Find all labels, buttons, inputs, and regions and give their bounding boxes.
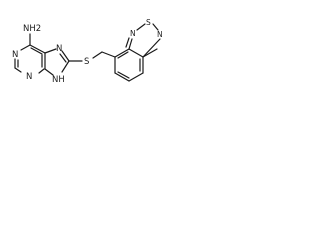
label-n3: N bbox=[26, 72, 32, 82]
bond-c2-n3 bbox=[14, 67, 22, 73]
bond-b5-methyl bbox=[142, 48, 158, 58]
bond-b6-ntop-double bbox=[125, 37, 130, 48]
bond-c5-c6 bbox=[29, 44, 46, 54]
label-nh2: NH2 bbox=[23, 24, 41, 34]
bond-c8-n9 bbox=[61, 60, 70, 73]
linker-bonds bbox=[68, 51, 116, 62]
label-n-thiadiazole-top: N bbox=[130, 29, 136, 38]
chemical-structure-diagram: NH2 N N N NH S N S N bbox=[12, 18, 163, 85]
bond-nbottom-b5 bbox=[142, 38, 161, 58]
bond-n9-c4 bbox=[44, 68, 54, 76]
label-n1: N bbox=[12, 50, 18, 60]
bond-b2-b3-double bbox=[117, 71, 130, 79]
bond-b6-b1-double bbox=[117, 51, 129, 59]
label-n7: N bbox=[56, 44, 62, 54]
label-n9-nh: NH bbox=[52, 75, 65, 85]
bond-n3-c4 bbox=[38, 68, 45, 74]
label-s-thioether: S bbox=[84, 57, 89, 67]
bond-c5-c6-double bbox=[30, 47, 43, 55]
bond-ch2-c4b bbox=[101, 51, 116, 58]
bond-s-nbottom bbox=[152, 23, 159, 31]
bond-c5-n7 bbox=[44, 48, 57, 54]
bond-b6-ntop bbox=[128, 38, 133, 50]
bond-c6-n1 bbox=[20, 44, 31, 51]
bond-b3-b4 bbox=[128, 72, 144, 82]
label-s-thiadiazole: S bbox=[146, 18, 151, 27]
bond-b5-b6 bbox=[128, 48, 144, 58]
atom-labels: NH2 N N N NH S N S N bbox=[12, 18, 163, 85]
benzothiadiazole-bonds bbox=[114, 23, 161, 82]
bond-b2-b3 bbox=[114, 72, 130, 82]
bond-b6-b1 bbox=[114, 48, 130, 58]
bond-ntop-s bbox=[136, 23, 146, 31]
purine-bonds bbox=[14, 33, 70, 76]
bond-n7-c8-double bbox=[59, 53, 67, 63]
label-n-thiadiazole-bottom: N bbox=[157, 30, 163, 39]
bond-n7-c8 bbox=[61, 50, 70, 62]
bond-s-ch2 bbox=[92, 51, 103, 59]
